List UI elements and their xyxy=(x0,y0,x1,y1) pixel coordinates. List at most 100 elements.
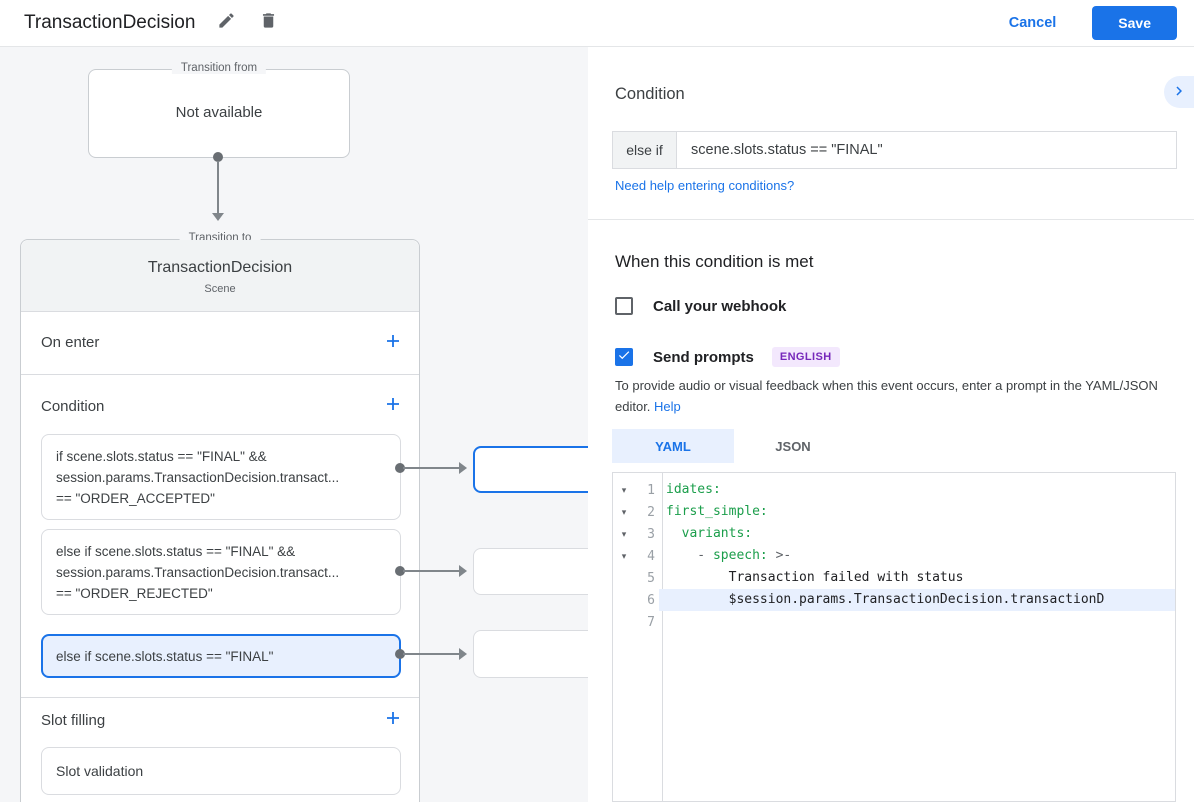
connector-line xyxy=(403,570,459,572)
on-enter-label: On enter xyxy=(41,334,100,351)
code-segment: first_simple: xyxy=(666,504,768,519)
slot-validation-item[interactable]: Slot validation xyxy=(41,747,401,795)
connector-line xyxy=(403,653,459,655)
arrow-right-icon xyxy=(459,565,467,577)
condition-detail-panel: Condition else if Need help entering con… xyxy=(588,47,1194,802)
condition-item-accepted[interactable]: if scene.slots.status == "FINAL" && sess… xyxy=(41,434,401,520)
panel-title: Condition xyxy=(615,85,685,103)
top-bar: TransactionDecision Cancel Save xyxy=(0,0,1194,47)
editor-line: ▾ 3 variants: xyxy=(613,523,1175,545)
fold-arrow-icon[interactable]: ▾ xyxy=(621,550,627,561)
arrow-right-icon xyxy=(459,462,467,474)
when-condition-met-title: When this condition is met xyxy=(615,252,814,271)
edit-button[interactable] xyxy=(215,12,237,34)
line-number: 6 xyxy=(647,592,655,608)
editor-lines: ▾ 1 idates: ▾ 2 first_simple: ▾ 3 varian… xyxy=(613,479,1175,633)
editor-line-highlighted: 6 $session.params.TransactionDecision.tr… xyxy=(613,589,1175,611)
condition-item-final-selected[interactable]: else if scene.slots.status == "FINAL" xyxy=(41,634,401,678)
editor-line: 5 Transaction failed with status xyxy=(613,567,1175,589)
code-segment: $session.params.TransactionDecision.tran… xyxy=(666,592,1105,607)
transition-target-box[interactable] xyxy=(473,630,588,678)
arrow-down-icon xyxy=(212,213,224,221)
delete-button[interactable] xyxy=(257,12,279,34)
pencil-icon xyxy=(217,11,236,35)
on-enter-section: On enter xyxy=(21,312,419,375)
line-number: 2 xyxy=(647,504,655,520)
transition-from-legend: Transition from xyxy=(171,62,267,74)
editor-line: ▾ 4 - speech: >- xyxy=(613,545,1175,567)
send-prompts-label: Send prompts xyxy=(653,348,754,366)
fold-arrow-icon[interactable]: ▾ xyxy=(621,528,627,539)
tab-json[interactable]: JSON xyxy=(775,438,811,454)
save-button[interactable]: Save xyxy=(1092,6,1177,40)
condition-text-line: session.params.TransactionDecision.trans… xyxy=(56,470,340,485)
call-webhook-checkbox[interactable] xyxy=(615,297,633,315)
condition-field: else if xyxy=(612,131,1177,169)
code-segment: >- xyxy=(767,548,792,563)
condition-prefix: else if xyxy=(613,132,677,168)
language-badge: ENGLISH xyxy=(771,347,840,367)
code-segment: speech: xyxy=(712,548,768,563)
transition-target-box[interactable] xyxy=(473,548,588,595)
fold-arrow-icon[interactable]: ▾ xyxy=(621,484,627,495)
line-number: 1 xyxy=(647,482,655,498)
transition-from-value: Not available xyxy=(175,103,263,121)
editor-line: ▾ 1 idates: xyxy=(613,479,1175,501)
line-number: 7 xyxy=(647,614,655,630)
condition-text-line: else if scene.slots.status == "FINAL" && xyxy=(56,544,296,559)
prompt-helper-text: To provide audio or visual feedback when… xyxy=(615,376,1177,418)
connector-line xyxy=(217,161,219,213)
help-link[interactable]: Help xyxy=(654,398,681,414)
tab-yaml[interactable]: YAML xyxy=(612,429,734,463)
fold-arrow-icon[interactable]: ▾ xyxy=(621,506,627,517)
helper-text: To provide audio or visual feedback when… xyxy=(615,378,1158,414)
slot-validation-label: Slot validation xyxy=(56,763,144,779)
add-condition-button[interactable] xyxy=(383,396,403,416)
send-prompts-row: Send prompts ENGLISH xyxy=(615,347,840,367)
editor-tabs: YAML JSON xyxy=(612,429,852,463)
code-segment: variants: xyxy=(666,526,753,541)
plus-icon xyxy=(384,332,402,355)
slot-filling-label: Slot filling xyxy=(41,712,106,729)
send-prompts-checkbox[interactable] xyxy=(615,348,633,366)
connector-line xyxy=(403,467,459,469)
add-on-enter-button[interactable] xyxy=(383,333,403,353)
arrow-right-icon xyxy=(459,648,467,660)
code-segment: - xyxy=(666,548,713,563)
line-number: 3 xyxy=(647,526,655,542)
transition-target-box-selected[interactable] xyxy=(473,446,588,493)
webhook-row: Call your webhook xyxy=(615,297,786,315)
connector-dot xyxy=(213,152,223,162)
code-segment: Transaction failed with status xyxy=(666,570,964,585)
editor-gutter xyxy=(613,473,663,801)
cancel-button[interactable]: Cancel xyxy=(1008,15,1057,31)
trash-icon xyxy=(259,11,278,35)
condition-section-label: Condition xyxy=(41,398,105,415)
line-number: 4 xyxy=(647,548,655,564)
code-segment: idates: xyxy=(666,482,721,497)
connector-dot xyxy=(395,649,405,659)
chevron-right-icon xyxy=(1170,82,1188,103)
editor-line: 7 xyxy=(613,611,1175,633)
condition-text-line: else if scene.slots.status == "FINAL" xyxy=(56,648,274,664)
scene-title: TransactionDecision xyxy=(147,259,293,276)
add-slot-button[interactable] xyxy=(383,710,403,730)
check-icon xyxy=(617,348,631,367)
condition-text-line: session.params.TransactionDecision.trans… xyxy=(56,565,340,580)
condition-text-line: == "ORDER_REJECTED" xyxy=(56,586,213,601)
condition-item-rejected[interactable]: else if scene.slots.status == "FINAL" &&… xyxy=(41,529,401,615)
line-number: 5 xyxy=(647,570,655,586)
transition-to-card: Transition to TransactionDecision Scene … xyxy=(20,232,420,802)
plus-icon xyxy=(384,395,402,418)
section-divider xyxy=(21,697,419,698)
editor-line: ▾ 2 first_simple: xyxy=(613,501,1175,523)
panel-divider xyxy=(588,219,1194,220)
yaml-editor[interactable]: ▾ 1 idates: ▾ 2 first_simple: ▾ 3 varian… xyxy=(612,472,1176,802)
condition-input[interactable] xyxy=(677,132,1176,168)
scene-card-header[interactable]: TransactionDecision Scene xyxy=(21,240,419,312)
condition-help-link[interactable]: Need help entering conditions? xyxy=(615,178,795,193)
condition-text-line: if scene.slots.status == "FINAL" && xyxy=(56,449,267,464)
collapse-panel-button[interactable] xyxy=(1164,76,1194,108)
page-title: TransactionDecision xyxy=(24,12,196,33)
